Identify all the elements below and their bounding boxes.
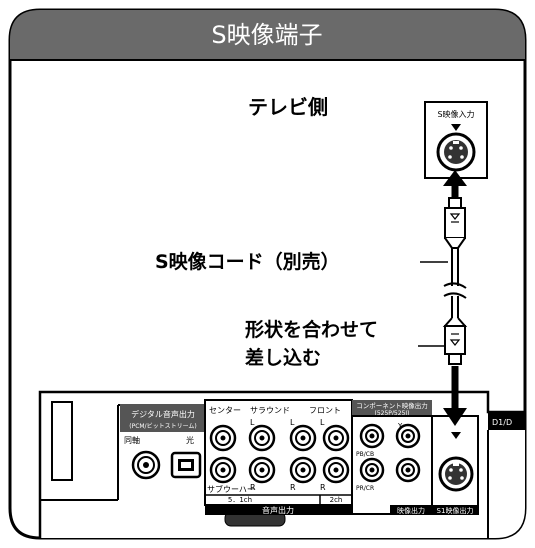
front-r-label: R (290, 483, 296, 492)
surround-l-label: L (250, 418, 255, 427)
pr-label: PR/CR (356, 485, 374, 492)
cable-connector-upper (444, 197, 466, 249)
component-jack-y2 (395, 423, 421, 449)
audio-out-bar (205, 505, 352, 515)
pb-label: PB/CB (356, 451, 374, 458)
s-video-input-label: S映像入力 (437, 109, 474, 119)
coaxial-jack (131, 450, 161, 480)
video-out-jack (395, 457, 421, 483)
player-rear-panel: デジタル音声出力 (PCM/ビットストリーム) 同軸 光 センター サラウンド … (38, 390, 525, 538)
rca-jack-surround-l (248, 424, 276, 452)
optical-label: 光 (186, 435, 194, 445)
tv-s-video-input: S映像入力 (424, 101, 488, 179)
cable-connector-lower (442, 317, 468, 365)
component-title-box (352, 400, 432, 416)
component-title: コンポーネント映像出力 (356, 401, 428, 410)
rca-jack-front-l (289, 424, 317, 452)
audio-out-label: 音声出力 (262, 505, 294, 515)
front-l-label: L (290, 418, 295, 427)
y-label: Y (397, 422, 403, 430)
optical-jack (170, 451, 202, 479)
page-title: S映像端子 (211, 21, 322, 49)
front-label: フロント (309, 406, 341, 415)
s1-video-out-label: S1映像出力 (437, 506, 474, 515)
video-out-label: 映像出力 (397, 506, 425, 515)
header-band (10, 10, 525, 60)
rca-jack-center (209, 424, 237, 452)
surround-r-label: R (250, 483, 256, 492)
cable-player-arrow (443, 366, 467, 426)
s1-video-out-jack (438, 456, 474, 492)
insert-label-line1: 形状を合わせて (245, 318, 378, 341)
subwoofer-label: サブウーハー (207, 484, 255, 494)
cable-body (443, 248, 467, 318)
tv-side-label: テレビ側 (248, 95, 328, 119)
cable-name-label: S映像コード（別売） (155, 250, 340, 273)
surround-label: サラウンド (250, 406, 290, 415)
ch51-label: 5．1ch (228, 496, 252, 504)
rca-jack-subwoofer (209, 456, 237, 484)
rca-jack-2ch-l (322, 424, 350, 452)
2ch-r-label: R (320, 483, 326, 492)
coaxial-label: 同軸 (124, 435, 140, 445)
center-label: センター (209, 406, 241, 415)
2ch-l-label: L (320, 418, 325, 427)
digital-out-title: デジタル音声出力 (131, 409, 195, 419)
component-subtitle: (525P/525I) (375, 410, 410, 417)
digital-out-title-box (120, 404, 206, 432)
digital-out-subtitle: (PCM/ビットストリーム) (129, 422, 197, 430)
component-jack-pb (359, 457, 385, 483)
d1-label: D1/D (492, 418, 512, 427)
rca-jack-2ch-r (322, 456, 350, 484)
ch2-label: 2ch (330, 496, 343, 504)
insert-label-line2: 差し込む (245, 346, 321, 369)
component-jack-y (359, 423, 385, 449)
rca-jack-surround-r (248, 456, 276, 484)
rca-jack-front-r (289, 456, 317, 484)
